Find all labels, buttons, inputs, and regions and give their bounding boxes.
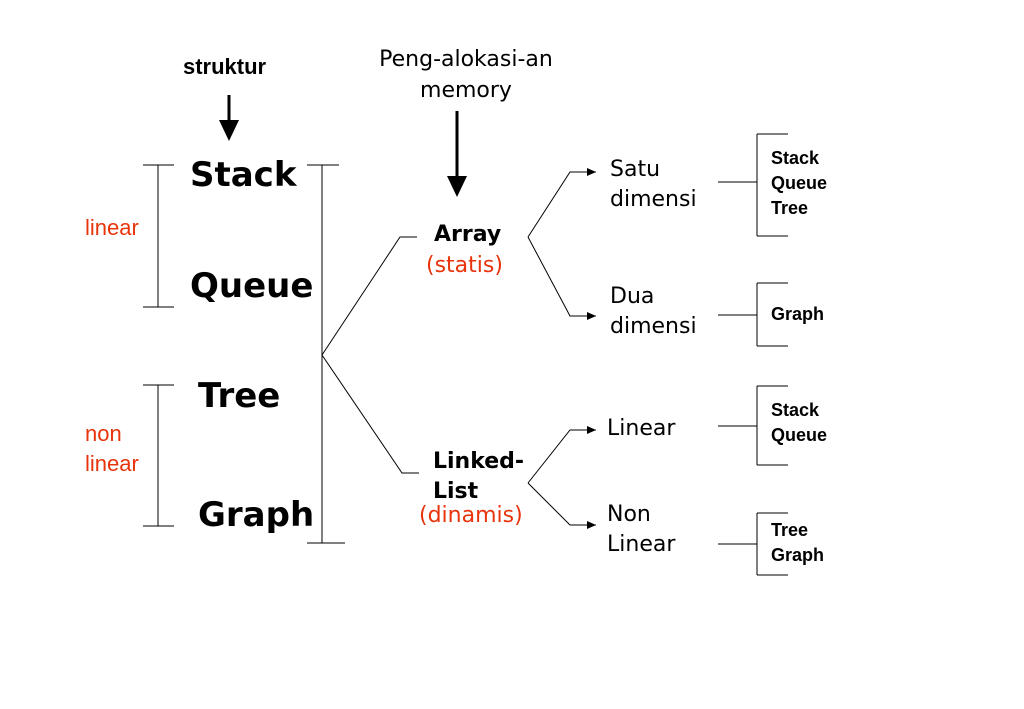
branch-linked (527, 426, 596, 529)
leaves-dua: Graph (771, 302, 824, 327)
group-nonlinear-line2: linear (85, 451, 139, 476)
structure-tree: Tree (198, 376, 281, 416)
leaf-satu-stack: Stack (771, 148, 820, 168)
leaf-satu-tree: Tree (771, 198, 809, 218)
bracket-nonlinear (143, 384, 174, 527)
arrow-struktur (219, 95, 239, 141)
subtype-non-linear: Non Linear (607, 500, 675, 560)
subtype-nonlinear-line1: Non (607, 502, 651, 527)
leaf-nonlinear-tree: Tree (771, 520, 809, 540)
group-nonlinear-label: non linear (85, 419, 139, 479)
subtype-dua-line1: Dua (610, 284, 655, 309)
group-nonlinear-line1: non (85, 421, 122, 446)
bracket-structures (307, 164, 345, 544)
memory-allocation-label: Peng-alokasi-an memory (366, 44, 566, 106)
subtype-nonlinear-line2: Linear (607, 532, 676, 557)
leaves-linear: Stack Queue (771, 398, 827, 448)
subtype-satu-line2: dimensi (610, 187, 697, 212)
leaf-brackets (718, 133, 788, 576)
subtype-linear-line1: Linear (607, 416, 676, 441)
subtype-satu-line1: Satu (610, 157, 661, 182)
memory-label-line2: memory (420, 78, 512, 103)
memory-label-line1: Peng-alokasi-an (379, 47, 553, 72)
leaf-satu-queue: Queue (771, 173, 828, 193)
leaf-linear-stack: Stack (771, 400, 820, 420)
structure-graph: Graph (198, 495, 315, 535)
bracket-linear (143, 164, 174, 308)
branch-allocation (321, 236, 419, 474)
node-linked-type: (dinamis) (419, 503, 523, 528)
node-array: Array (434, 222, 502, 247)
branch-array (527, 168, 596, 320)
subtype-satu-dimensi: Satu dimensi (610, 155, 697, 215)
node-array-type: (statis) (426, 253, 503, 278)
subtype-dua-dimensi: Dua dimensi (610, 282, 697, 342)
struktur-label: struktur (183, 54, 267, 79)
leaf-nonlinear-graph: Graph (771, 545, 825, 565)
subtype-linear: Linear (607, 414, 675, 444)
leaf-linear-queue: Queue (771, 425, 828, 445)
group-linear-label: linear (85, 215, 139, 240)
structure-stack: Stack (190, 155, 297, 195)
node-linked-line2: List (433, 479, 479, 504)
structure-queue: Queue (190, 266, 314, 306)
leaves-nonlinear: Tree Graph (771, 518, 824, 568)
arrow-memory (447, 111, 467, 197)
node-linked-line1: Linked- (433, 449, 525, 474)
node-linked-list: Linked- List (433, 447, 524, 507)
leaves-satu: Stack Queue Tree (771, 146, 827, 221)
subtype-dua-line2: dimensi (610, 314, 697, 339)
leaf-dua-graph: Graph (771, 304, 825, 324)
